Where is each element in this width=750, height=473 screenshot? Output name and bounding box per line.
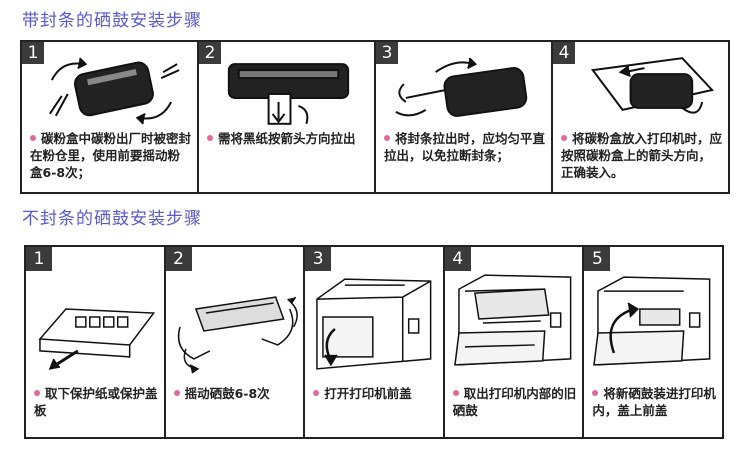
step-description: 取出打印机内部的旧硒鼓: [452, 386, 577, 418]
insert-cartridge-illustration: [553, 50, 728, 128]
step-number: 2: [165, 247, 192, 271]
bullet-icon: [313, 389, 320, 396]
step-description: 将新硒鼓装进打印机内，盖上前盖: [592, 386, 716, 418]
sealed-step-2: 2 需将黑纸按箭头方向拉出: [199, 42, 376, 192]
bullet-icon: [561, 134, 567, 141]
sealed-step-3: 3 将封条拉出时，应均匀平直拉出，以免拉断封条；: [376, 42, 553, 192]
bullet-icon: [34, 389, 40, 396]
sealed-section-title: 带封条的硒鼓安装步骤: [22, 11, 202, 31]
sealed-steps-panel: 1 碳粉盒中碳粉出厂时被密封在粉仓里，使用前要摇动粉盒6-8次； 2: [20, 40, 730, 194]
step-number: 4: [553, 42, 575, 64]
step-number: 3: [376, 42, 398, 64]
step-number: 4: [444, 247, 471, 271]
bullet-icon: [592, 389, 599, 396]
step-number: 1: [26, 247, 52, 271]
step-number: 3: [305, 247, 332, 271]
bullet-icon: [30, 134, 36, 141]
bullet-icon: [452, 389, 459, 396]
sealed-step-1: 1 碳粉盒中碳粉出厂时被密封在粉仓里，使用前要摇动粉盒6-8次；: [22, 42, 199, 192]
shake-drum-illustration: [166, 269, 304, 377]
step-description: 摇动硒鼓6-8次: [173, 385, 298, 402]
pull-seal-illustration: [376, 50, 551, 128]
remove-cover-illustration: [26, 269, 164, 377]
bullet-icon: [173, 389, 180, 396]
step-number: 2: [199, 42, 221, 64]
step-number: 1: [22, 42, 44, 64]
step-number: 5: [584, 247, 611, 271]
step-description: 将封条拉出时，应均匀平直拉出，以免拉断封条；: [384, 131, 546, 163]
unsealed-step-1: 1 取下保护纸或保护盖板: [26, 247, 166, 437]
unsealed-step-4: 4 取出打印机内部的旧硒鼓: [444, 247, 585, 437]
unsealed-step-2: 2 摇动硒鼓6-8次: [165, 247, 306, 437]
bullet-icon: [207, 134, 213, 141]
remove-old-drum-illustration: [445, 269, 583, 377]
step-description: 取下保护纸或保护盖板: [34, 386, 158, 418]
sealed-step-4: 4 将碳粉盒放入打印机时，应按照碳粉盒上的箭头方向，正确装入。: [553, 42, 728, 192]
open-front-cover-illustration: [305, 269, 443, 377]
step-description: 碳粉盒中碳粉出厂时被密封在粉仓里，使用前要摇动粉盒6-8次；: [30, 131, 192, 180]
step-description: 需将黑纸按箭头方向拉出: [207, 130, 368, 147]
unsealed-step-3: 3 打开打印机前盖: [305, 247, 445, 437]
install-new-drum-illustration: [584, 269, 722, 377]
step-description: 将碳粉盒放入打印机时，应按照碳粉盒上的箭头方向，正确装入。: [561, 131, 723, 180]
pull-paper-illustration: [199, 50, 374, 128]
unsealed-step-5: 5 将新硒鼓装进打印机内，盖上前盖: [584, 247, 722, 437]
step-description: 打开打印机前盖: [313, 385, 437, 402]
unsealed-section-title: 不封条的硒鼓安装步骤: [22, 209, 202, 229]
bullet-icon: [384, 134, 390, 141]
unsealed-steps-panel: 1 取下保护纸或保护盖板 2: [24, 245, 724, 439]
shake-cartridge-illustration: [22, 50, 197, 128]
